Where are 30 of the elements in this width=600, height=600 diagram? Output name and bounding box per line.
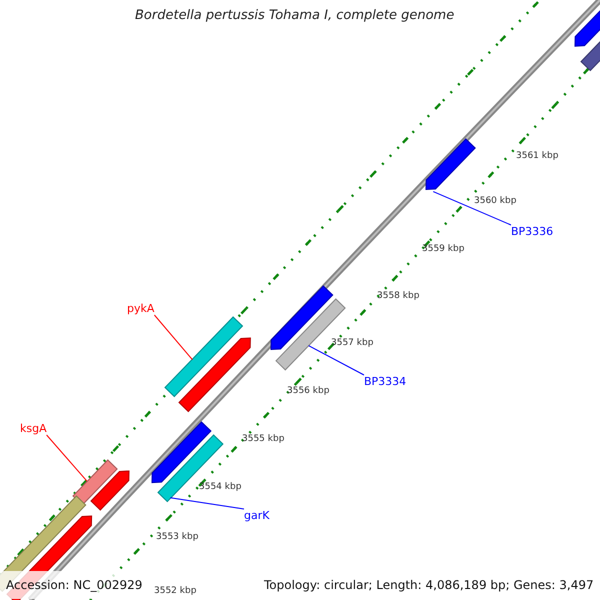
gene-bar xyxy=(158,434,222,502)
position-label: 3555 kbp xyxy=(242,434,284,445)
gene-bar xyxy=(72,460,118,504)
gene-label: garK xyxy=(244,509,270,522)
position-label: 3558 kbp xyxy=(377,291,420,302)
leader-line xyxy=(154,314,193,360)
gene-block xyxy=(90,470,129,510)
gene-block xyxy=(270,286,332,350)
position-label: 3553 kbp xyxy=(156,532,198,543)
leader-line xyxy=(308,345,364,376)
position-label: 3559 kbp xyxy=(422,244,464,255)
position-label: 3560 kbp xyxy=(474,196,516,207)
gene-label: pykA xyxy=(127,302,154,315)
position-label: 3552 kbp xyxy=(154,586,196,597)
title: Bordetella pertussis Tohama I, complete genome xyxy=(135,9,454,22)
gene-bar xyxy=(165,317,243,397)
position-label: 3557 kbp xyxy=(331,338,374,349)
leader-line xyxy=(46,434,88,482)
leader-line xyxy=(432,191,512,226)
gene-label: BP3334 xyxy=(364,375,406,388)
position-label: 3554 kbp xyxy=(199,482,242,493)
gene-block xyxy=(178,338,250,412)
leader-line xyxy=(170,497,244,510)
gene-block xyxy=(152,422,211,484)
gene-block xyxy=(426,139,475,190)
gene-label: ksgA xyxy=(20,422,47,435)
position-label: 3556 kbp xyxy=(287,386,330,397)
position-label: 3561 kbp xyxy=(516,151,558,162)
gene-label: BP3336 xyxy=(511,225,554,238)
gene-block xyxy=(574,10,600,46)
